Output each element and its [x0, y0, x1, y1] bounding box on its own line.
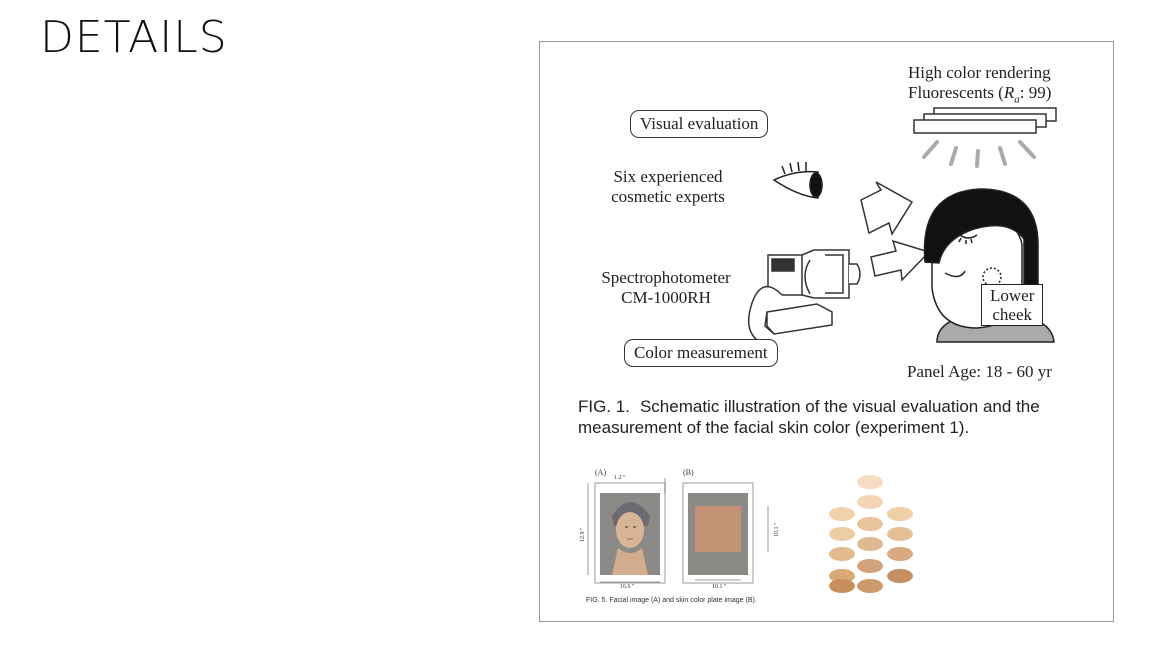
lights-label-line1: High color rendering [908, 63, 1051, 82]
arrow-icons [860, 181, 931, 282]
panel-a-label: (A) [595, 468, 607, 477]
panel-age-label: Panel Age: 18 - 60 yr [907, 362, 1052, 381]
dim-plate-width-label: 10.1 " [712, 584, 727, 590]
dim-height-label: 12.9 " [580, 527, 586, 542]
skin-swatch [887, 547, 913, 561]
ra-subscript: a [1014, 93, 1020, 106]
panel-b-label: (B) [683, 468, 694, 477]
skin-swatch [829, 579, 855, 593]
skin-swatch [857, 495, 883, 509]
figure-panel: High color rendering Fluorescents (Ra: 9… [539, 41, 1114, 622]
dim-top-label: 1.2 " [614, 475, 626, 481]
figure1-caption-label: FIG. 1. [578, 397, 630, 416]
skin-color-swatches [829, 475, 913, 593]
skin-swatch [829, 569, 855, 583]
light-rays [922, 140, 1036, 168]
lights-label-text: Fluorescents ( [908, 83, 1004, 102]
slide-title: DETAILS [40, 12, 228, 63]
skin-swatch [857, 537, 883, 551]
lights-label-line2: Fluorescents (Ra: 99) [908, 83, 1051, 105]
spectrophotometer-icon [747, 249, 861, 344]
lower-cheek-callout: Lower cheek [981, 284, 1044, 326]
skin-swatch [887, 527, 913, 541]
spectro-label-line2: CM-1000RH [621, 288, 711, 307]
experts-label-line1: Six experienced [613, 167, 723, 186]
dim-width-label: 16.6 " [620, 584, 635, 590]
spectro-label-line1: Spectrophotometer [601, 268, 731, 287]
ra-symbol: R [1003, 83, 1015, 102]
color-measurement-label: Color measurement [624, 339, 778, 367]
figure5-caption: FIG. 5. Facial image (A) and skin color … [586, 597, 757, 604]
dim-plate-height-label: 10.1 " [774, 522, 780, 537]
figure1-caption-text: Schematic illustration of the visual eva… [578, 397, 1040, 437]
lower-cheek-line1: Lower [990, 286, 1035, 305]
skin-swatch [829, 527, 855, 541]
fluorescent-lamps [913, 107, 1057, 134]
skin-swatch [857, 475, 883, 489]
figure5-images [587, 478, 769, 584]
skin-swatch [887, 507, 913, 521]
skin-swatch [857, 559, 883, 573]
skin-swatch [887, 569, 913, 583]
experts-label-line2: cosmetic experts [611, 187, 725, 206]
eye-icon [772, 161, 823, 199]
skin-swatch [857, 579, 883, 593]
lower-cheek-line2: cheek [992, 305, 1032, 324]
skin-swatch [829, 507, 855, 521]
lights-label-tail: : 99) [1019, 83, 1052, 102]
skin-swatch [857, 517, 883, 531]
figure1-caption: FIG. 1.Schematic illustration of the vis… [578, 396, 1098, 438]
skin-swatch [829, 547, 855, 561]
visual-evaluation-label: Visual evaluation [630, 110, 769, 138]
